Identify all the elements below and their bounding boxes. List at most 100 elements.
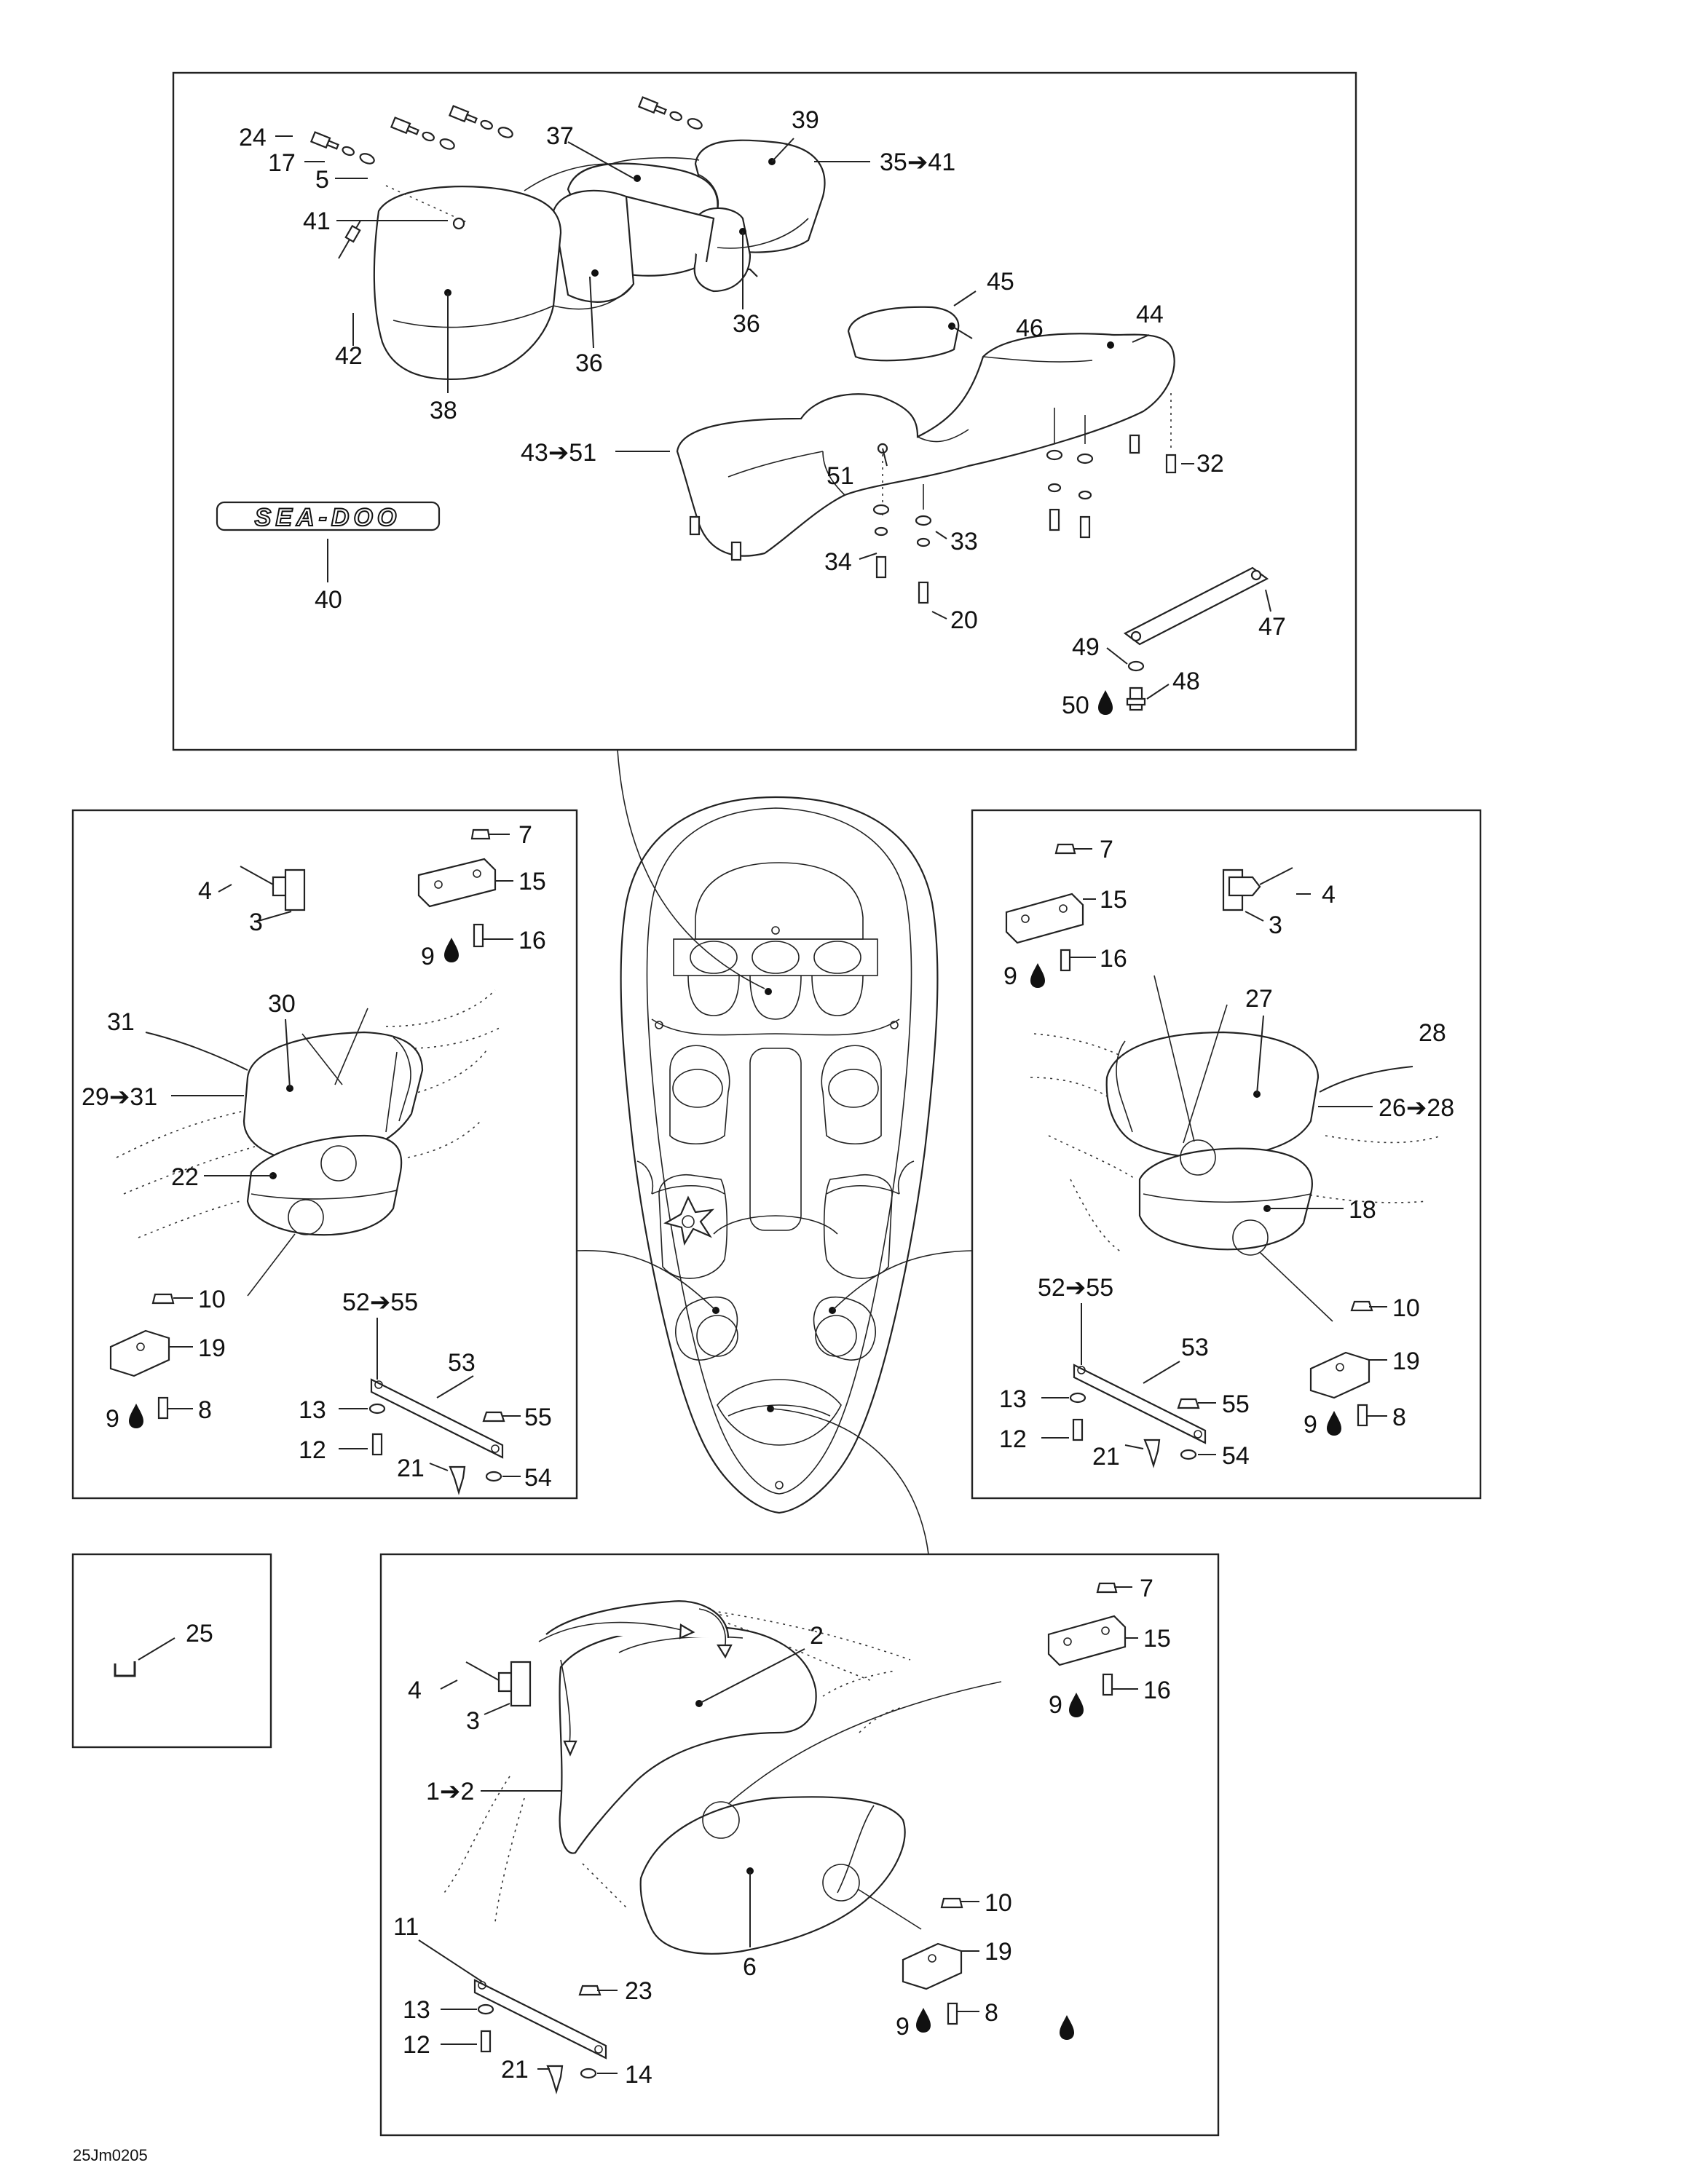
callout-label: 13 (299, 1396, 326, 1424)
bow-seat-labels: 4 3 2 7 15 9 16 1➔2 6 10 19 9 8 11 13 23… (393, 1575, 1171, 2089)
rear-seat-cushions (373, 139, 826, 380)
main-seat-fasteners (689, 393, 1177, 604)
right-seat-parts (1005, 843, 1443, 1468)
callout-label: 45 (987, 268, 1014, 296)
callout-label: 9 (896, 2013, 910, 2041)
left-seat-labels: 4 3 7 15 9 16 30 31 29➔31 22 10 19 9 8 5… (82, 821, 552, 1492)
callout-label: 49 (1072, 633, 1100, 661)
callout-label: 10 (198, 1286, 226, 1313)
main-seat (676, 306, 1175, 557)
callout-label: 37 (546, 122, 574, 150)
callout-label: 6 (743, 1953, 757, 1981)
callout-label: 8 (985, 1999, 998, 2027)
drawing-code: 25Jm0205 (73, 2146, 148, 2164)
rear-seat-leaders (275, 135, 1271, 700)
callout-label: 48 (1172, 668, 1200, 695)
callout-label: 51 (827, 462, 854, 490)
left-seat-panel (71, 809, 578, 1500)
callout-label: 19 (985, 1938, 1012, 1966)
callout-label: 9 (1003, 962, 1017, 990)
callout-label: 9 (106, 1405, 119, 1433)
callout-label: 47 (1258, 613, 1286, 641)
callout-label: 28 (1419, 1019, 1446, 1047)
callout-label: 36 (575, 349, 603, 377)
callout-label: 19 (1392, 1348, 1420, 1375)
callout-label: 43➔51 (521, 439, 596, 467)
callout-label: 16 (1100, 945, 1127, 973)
callout-label: 19 (198, 1334, 226, 1362)
brand-logo-text: SEA-DOO (255, 504, 401, 531)
callout-label: 17 (268, 149, 296, 177)
brand-logo: SEA-DOO (216, 501, 441, 532)
callout-label: 36 (733, 310, 760, 338)
callout-label: 29➔31 (82, 1083, 157, 1111)
callout-label: 42 (335, 342, 363, 370)
callout-label: 54 (524, 1464, 552, 1492)
callout-label: 10 (1392, 1294, 1420, 1322)
callout-label: 16 (1143, 1677, 1171, 1704)
callout-label: 7 (1140, 1575, 1153, 1602)
callout-label: 18 (1349, 1196, 1376, 1224)
deck-connectors (576, 749, 973, 1555)
boat-deck-outline (620, 796, 939, 1514)
callout-label: 16 (518, 927, 546, 954)
callout-label: 21 (501, 2056, 529, 2084)
callout-label: 3 (1269, 911, 1282, 939)
rear-seat-labels: 24 17 5 41 42 38 36 37 36 39 35➔41 (239, 106, 955, 424)
callout-label: 53 (1181, 1334, 1209, 1361)
callout-label: 23 (625, 1977, 652, 2005)
callout-label: 22 (171, 1163, 199, 1191)
callout-label: 8 (1392, 1404, 1406, 1431)
callout-label: 7 (518, 821, 532, 849)
callout-label: 55 (524, 1404, 552, 1431)
callout-label: 13 (403, 1996, 430, 2024)
callout-label: 35➔41 (880, 149, 955, 176)
bow-seat-leaders (418, 1586, 1138, 2074)
callout-label: 4 (408, 1677, 422, 1704)
callout-label: 54 (1222, 1442, 1250, 1470)
left-seat-leaders (145, 834, 521, 1477)
callout-label: 21 (1092, 1443, 1120, 1471)
callout-label: 15 (1143, 1625, 1171, 1653)
callout-label: 30 (268, 990, 296, 1018)
grease-drop-icon (1060, 2015, 1074, 2040)
callout-label: 8 (198, 1396, 212, 1424)
callout-label: 40 (315, 586, 342, 614)
callout-label: 52➔55 (342, 1289, 418, 1316)
callout-label: 46 (1016, 314, 1044, 342)
callout-label: 7 (1100, 836, 1113, 863)
callout-label: 15 (518, 868, 546, 895)
callout-label: 4 (1322, 881, 1336, 909)
callout-label: 9 (1049, 1691, 1062, 1719)
rear-seat-fasteners (309, 96, 703, 259)
callout-label: 55 (1222, 1390, 1250, 1418)
callout-label: 44 (1136, 301, 1164, 328)
right-seat-labels: 7 15 16 9 4 3 27 28 26➔28 18 10 19 9 8 5… (999, 836, 1454, 1471)
right-seat-panel (971, 809, 1482, 1500)
callout-label: 2 (810, 1622, 824, 1650)
hook-panel (71, 1553, 272, 1749)
hook-part (114, 1637, 175, 1677)
callout-label: 13 (999, 1385, 1027, 1413)
callout-label: 27 (1245, 985, 1273, 1013)
callout-label: 3 (249, 909, 263, 936)
callout-label: 14 (625, 2061, 652, 2089)
callout-label: 9 (1304, 1411, 1317, 1439)
callout-label: 11 (393, 1913, 419, 1941)
callout-label: 12 (999, 1425, 1027, 1453)
callout-label: 12 (299, 1436, 326, 1464)
callout-label: 1➔2 (426, 1778, 474, 1805)
callout-label: 52➔55 (1038, 1274, 1113, 1302)
callout-label: 3 (466, 1707, 480, 1735)
callout-label: 20 (950, 606, 978, 634)
rear-seat-panel (172, 71, 1357, 751)
callout-label: 15 (1100, 886, 1127, 914)
callout-label: 26➔28 (1379, 1094, 1454, 1122)
callout-label: 9 (421, 943, 435, 970)
callout-label: 50 (1062, 692, 1089, 719)
callout-label: 31 (107, 1008, 135, 1036)
bracket-47 (1123, 566, 1269, 711)
callout-label: 25 (186, 1620, 213, 1647)
bow-seat-panel (379, 1553, 1220, 2137)
